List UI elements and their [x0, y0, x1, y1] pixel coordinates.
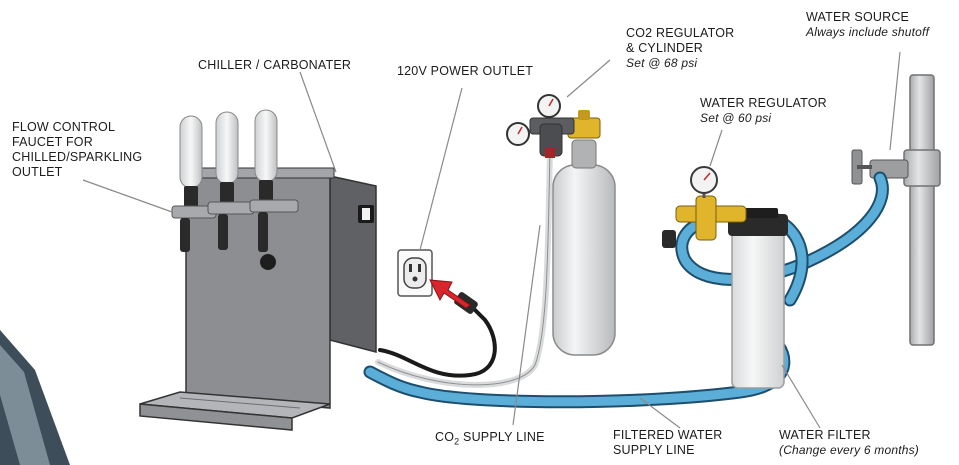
faucet-2 — [207, 111, 255, 250]
label-power-outlet: 120V POWER OUTLET — [397, 64, 534, 78]
background-swoosh-highlight — [0, 345, 50, 465]
water-filter — [728, 208, 788, 389]
leader-lines — [82, 51, 901, 429]
power-outlet — [397, 249, 433, 297]
label-chiller-carbonater: CHILLER / CARBONATER — [198, 58, 352, 72]
co2-cylinder — [552, 110, 616, 356]
label-water-regulator: WATER REGULATOR Set @ 60 psi — [700, 96, 827, 125]
label-water-source: WATER SOURCE Always include shutoff — [806, 10, 930, 39]
faucet-1 — [171, 115, 217, 252]
label-co2-supply-line: CO2 SUPPLY LINE — [435, 430, 545, 447]
water-regulator — [662, 166, 747, 248]
faucet-3 — [249, 109, 299, 270]
red-arrow-icon — [429, 279, 471, 309]
label-water-filter: WATER FILTER (Change every 6 months) — [779, 428, 919, 457]
label-co2-regulator: CO2 REGULATOR & CYLINDER Set @ 68 psi — [626, 26, 735, 70]
water-source-pipe — [851, 74, 941, 346]
label-flow-control-faucet: FLOW CONTROL FAUCET FOR CHILLED/SPARKLIN… — [12, 120, 143, 179]
drip-tray — [139, 391, 331, 431]
power-cord — [378, 303, 497, 378]
label-filtered-water-supply-line: FILTERED WATER SUPPLY LINE — [613, 428, 723, 457]
co2-regulator — [506, 94, 575, 158]
